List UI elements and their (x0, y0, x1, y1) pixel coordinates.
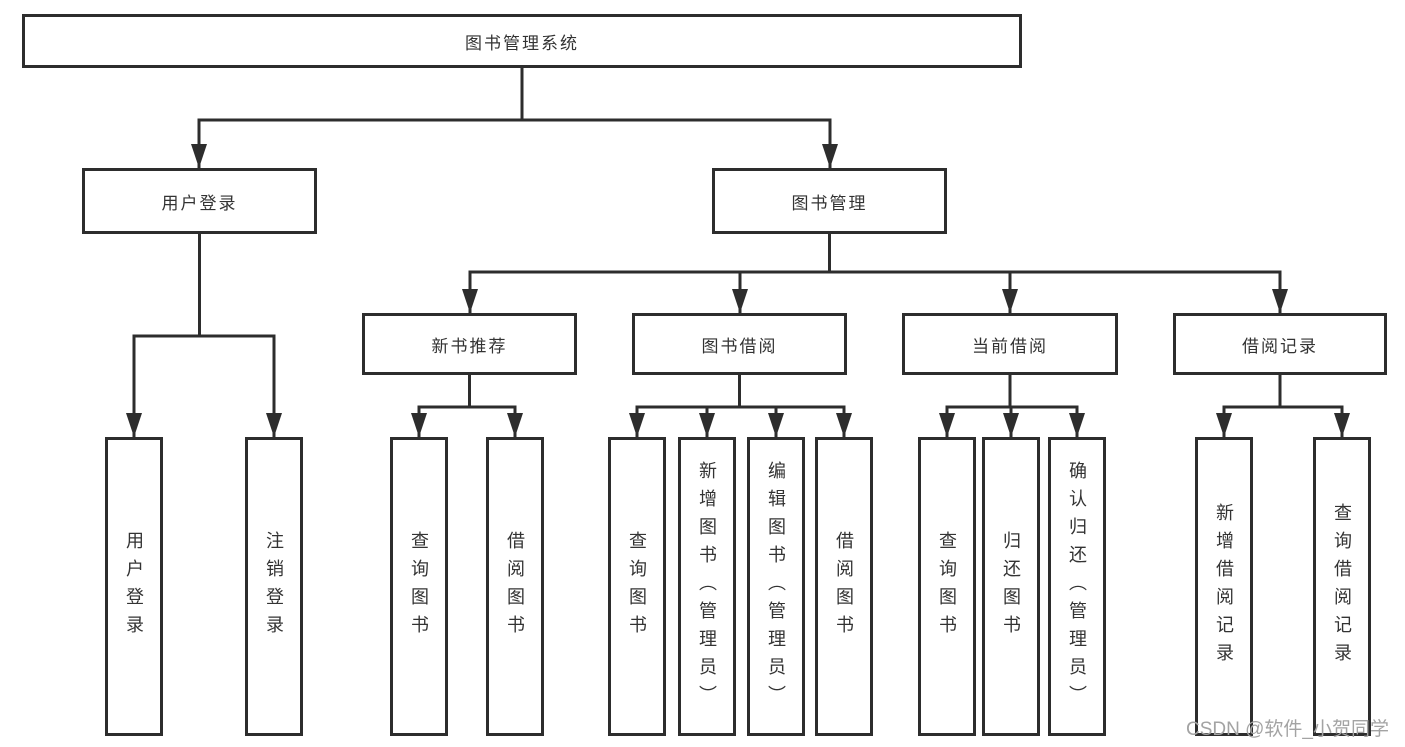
node-query-books-borrow: 查询图书 (608, 437, 666, 736)
node-add-borrow-record: 新增借阅记录 (1195, 437, 1253, 736)
node-new-book-recommend: 新书推荐 (362, 313, 577, 375)
node-borrow-book: 借阅图书 (815, 437, 873, 736)
node-borrow-records: 借阅记录 (1173, 313, 1387, 375)
node-book-borrow: 图书借阅 (632, 313, 847, 375)
node-query-books-current: 查询图书 (918, 437, 976, 736)
node-return-book: 归还图书 (982, 437, 1040, 736)
node-borrow-book-recommend: 借阅图书 (486, 437, 544, 736)
arrowheads (126, 144, 1350, 437)
connector-paths (132, 68, 1344, 437)
node-current-borrow: 当前借阅 (902, 313, 1118, 375)
watermark: CSDN @软件_小贺同学 (1186, 719, 1389, 740)
node-edit-book-admin: 编辑图书（管理员） (747, 437, 805, 736)
node-user-login-leaf: 用户登录 (105, 437, 163, 736)
node-logout: 注销登录 (245, 437, 303, 736)
node-query-borrow-record: 查询借阅记录 (1313, 437, 1371, 736)
node-add-book-admin: 新增图书（管理员） (678, 437, 736, 736)
node-confirm-return-admin: 确认归还（管理员） (1048, 437, 1106, 736)
node-root: 图书管理系统 (22, 14, 1022, 68)
node-user-login: 用户登录 (82, 168, 317, 234)
node-book-management: 图书管理 (712, 168, 947, 234)
node-query-books-recommend: 查询图书 (390, 437, 448, 736)
